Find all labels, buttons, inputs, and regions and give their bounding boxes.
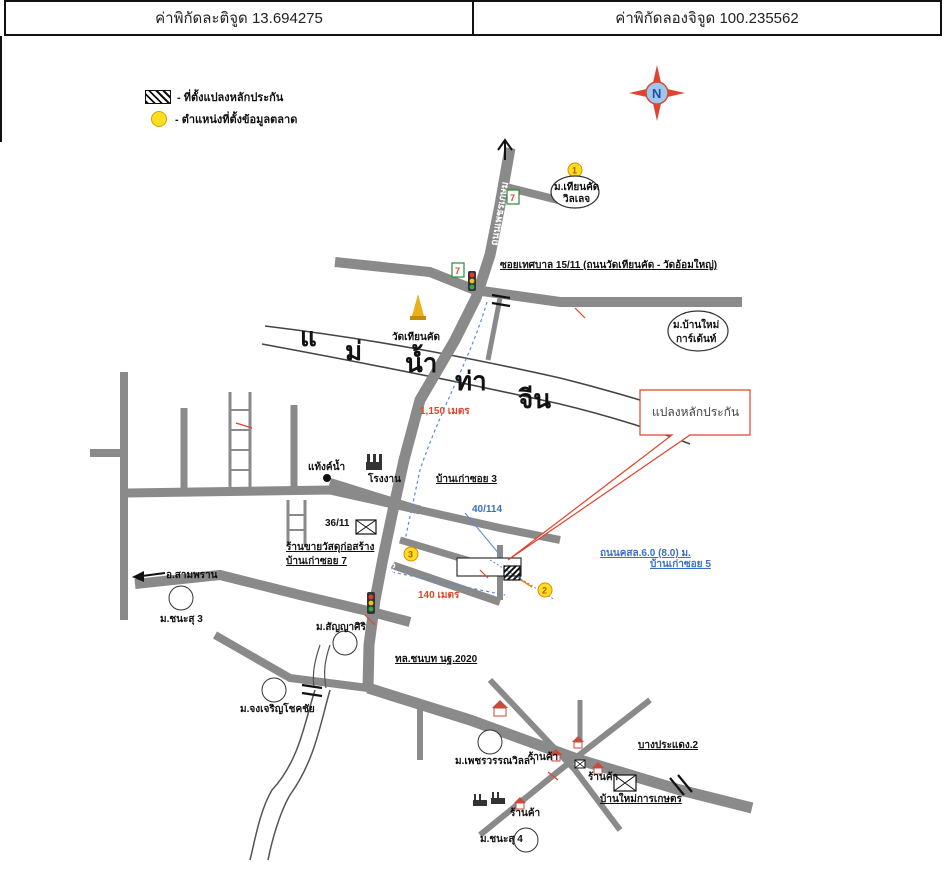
to-sampran-label: อ.สามพราน [166, 570, 218, 581]
river-word-5: จีน [518, 384, 551, 414]
distance-line-1150 [404, 301, 488, 541]
factory-icon-2 [473, 794, 487, 806]
traffic-light-icon-2 [367, 592, 375, 614]
m-chanasu3-circle [168, 585, 194, 611]
shop-1-label: ร้านค้า [528, 751, 558, 763]
plot-dim-line-2 [489, 559, 556, 601]
m-jongcharoen-label: ม.จงเจริญโชคชัย [240, 702, 315, 715]
house-icon-3 [572, 736, 584, 749]
temple-icon [410, 294, 426, 320]
mb-baanmai-line2: การ์เด้นท์ [676, 333, 717, 345]
village-1-line2: วิลเลจ [563, 193, 591, 205]
village-1-line1: ม.เทียนคัด [554, 181, 599, 193]
shop-label: ร้านขายวัสดุก่อสร้าง [286, 541, 374, 553]
marker-2: 2 [537, 582, 553, 598]
m-sanyasiri-circle [332, 630, 358, 656]
shop-3-label: ร้านค้า [510, 807, 540, 819]
legend-market-label: - ตำแหน่งที่ตั้งข้อมูลตลาด [175, 114, 298, 126]
marker-3: 3 [403, 546, 419, 562]
m-jongcharoen-circle [261, 677, 287, 703]
left-border [0, 36, 2, 142]
mail-icon-3 [574, 759, 586, 769]
svg-text:7: 7 [455, 266, 460, 276]
m-pawornwilla-circle [477, 729, 503, 755]
water-tank-label: แท้งค์น้ำ [308, 459, 345, 473]
distance-line-140 [391, 571, 506, 596]
soi-15-11-label: ซอยเทศบาล 15/11 (ถนนวัดเทียนคัด - วัดอ้อ… [500, 258, 717, 271]
m-chanasu4-label: ม.ชนะสุ 4 [480, 834, 523, 845]
road-network [90, 147, 754, 838]
marker-3-num: 3 [408, 550, 413, 560]
soi-3-label: บ้านเก่าซอย 3 [436, 473, 497, 485]
m-pawornwilla-label: ม.เพชรวรรณวิลล่า [455, 755, 536, 767]
factory-icon-3 [491, 792, 505, 804]
longitude-cell: ค่าพิกัดลองจิจูด 100.235562 [472, 2, 940, 34]
mb-baanmai-oval [667, 310, 729, 352]
compass-letter: N [652, 86, 661, 101]
stream [249, 689, 316, 861]
latitude-cell: ค่าพิกัดละติจูด 13.694275 [155, 10, 323, 27]
north-direction-arrow [497, 138, 513, 160]
bang-pradaeng-label: บางประแดง.2 [638, 739, 699, 751]
to-sampran-arrow [132, 571, 166, 582]
legend-plot-label: - ที่ตั้งแปลงหลักประกัน [177, 92, 284, 104]
store-icon-2: 7 [451, 262, 465, 278]
compass-rose: N [629, 65, 685, 121]
house-icon [492, 700, 508, 717]
soi-7-label: บ้านเก่าซอย 7 [286, 555, 347, 567]
coordinate-table: ค่าพิกัดละติจูด 13.694275 ค่าพิกัดลองจิจ… [4, 0, 942, 36]
svg-text:7: 7 [510, 193, 515, 203]
legend-market-row: - ตำแหน่งที่ตั้งข้อมูลตลาด [145, 108, 297, 130]
collateral-plot [503, 565, 521, 581]
river-word-1: แ [300, 322, 317, 352]
mail-icon [355, 519, 377, 535]
plot-dim-line [464, 512, 501, 556]
factory-label: โรงงาน [367, 472, 401, 485]
house-icon-5 [514, 797, 526, 810]
plot-callout: แปลงหลักประกัน [507, 389, 751, 561]
river-word-2: ม่ [345, 336, 362, 366]
wat-label: วัดเทียนคัด [392, 331, 440, 343]
distance-140: 140 เมตร [418, 590, 460, 601]
village-1-oval [550, 175, 600, 209]
map-legend: - ที่ตั้งแปลงหลักประกัน - ตำแหน่งที่ตั้ง… [145, 86, 297, 130]
address-36-11: 36/11 [325, 518, 350, 529]
stream-2 [267, 689, 331, 861]
house-icon-4 [592, 762, 604, 775]
red-ticks [235, 307, 586, 781]
marker-2-num: 2 [542, 586, 547, 596]
marker-1: 1 [567, 162, 583, 178]
m-sanyasiri-label: ม.สัญญาศิริ [316, 621, 366, 633]
road-main-label: ถนนคสล.6.0 (8.0) ม. [600, 548, 691, 559]
m-chanasu3-label: ม.ชนะสุ 3 [160, 614, 203, 625]
hatch-swatch-icon [145, 90, 171, 104]
m-chanasu4-circle [513, 827, 539, 853]
baanmai-kaset-label: บ้านใหม่การเกษตร [600, 792, 682, 805]
water-tank-dot [323, 474, 331, 482]
distance-1150: 1,150 เมตร [420, 406, 470, 417]
factory-icon [366, 454, 382, 470]
callout-label: แปลงหลักประกัน [652, 405, 739, 419]
road-2020-label: ทล.ชนบท นฐ.2020 [395, 654, 478, 665]
river-word-4: ท่า [455, 366, 487, 396]
store-icon: 7 [506, 189, 520, 205]
shop-2-label: ร้านค้า [588, 771, 618, 783]
yellow-dot-icon [151, 111, 167, 127]
house-icon-2 [550, 749, 562, 762]
canal [312, 644, 331, 689]
road-main-sub-label: บ้านเก่าซอย 5 [650, 558, 711, 570]
traffic-light-icon [468, 271, 476, 291]
legend-plot-row: - ที่ตั้งแปลงหลักประกัน [145, 86, 297, 108]
mb-baanmai-line1: ม.บ้านใหม่ [673, 318, 719, 331]
bridges [301, 293, 693, 796]
river-word-3: น้ำ [405, 343, 437, 378]
plot-number-label: 40/114 [472, 504, 502, 515]
marker-1-num: 1 [572, 166, 577, 176]
mail-icon-2 [613, 774, 637, 792]
